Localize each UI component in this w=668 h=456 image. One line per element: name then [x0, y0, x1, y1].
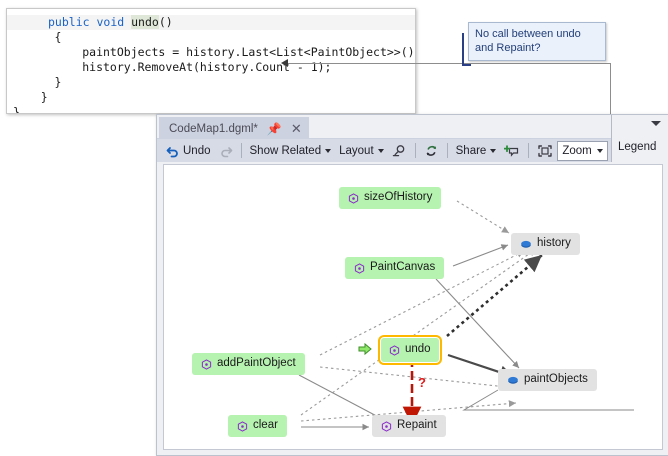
code-line: { — [13, 30, 62, 44]
callout-stem — [462, 33, 471, 66]
tab-strip: CodeMap1.dgml* 📌 ✕ — [157, 115, 668, 139]
toolbar-separator — [414, 143, 416, 158]
layout-button[interactable]: Layout — [335, 141, 388, 161]
node-label: history — [537, 237, 571, 250]
graph-node-clear[interactable]: clear — [228, 415, 287, 437]
graph-node-history[interactable]: history — [511, 233, 580, 255]
pin-icon[interactable]: 📌 — [266, 121, 282, 136]
add-comment-button[interactable] — [500, 141, 524, 161]
zoom-label: Zoom — [562, 144, 592, 157]
show-related-button[interactable]: Show Related — [246, 141, 336, 161]
method-icon — [354, 262, 365, 274]
code-line-signature: public void undo() — [7, 15, 415, 30]
refresh-icon — [424, 144, 439, 158]
field-icon — [507, 375, 519, 386]
show-related-label: Show Related — [249, 144, 322, 157]
method-icon — [389, 344, 400, 356]
graph-node-addPaintObject[interactable]: addPaintObject — [192, 353, 305, 375]
graph-node-paintObjects[interactable]: paintObjects — [498, 369, 597, 391]
node-label: paintObjects — [524, 373, 588, 386]
refresh-button[interactable] — [420, 141, 443, 161]
node-label: sizeOfHistory — [364, 191, 433, 204]
add-comment-icon — [504, 144, 520, 158]
method-icon — [381, 420, 392, 432]
code-map-canvas[interactable]: sizeOfHistory history PaintCanvas undo — [163, 164, 663, 450]
code-line: } — [13, 75, 62, 89]
node-label: clear — [253, 419, 278, 432]
code-line: } — [13, 105, 20, 114]
node-label: Repaint — [397, 419, 437, 432]
toolbar-separator — [528, 143, 530, 158]
callout-line-1: No call between undo — [475, 28, 581, 40]
code-line: } — [13, 90, 48, 104]
undo-button[interactable]: Undo — [162, 141, 215, 161]
graph-node-undo[interactable]: undo — [378, 335, 442, 365]
graph-node-sizeOfHistory[interactable]: sizeOfHistory — [339, 187, 442, 209]
redo-button — [215, 141, 237, 161]
toolbar-separator — [240, 143, 242, 158]
graph-node-PaintCanvas[interactable]: PaintCanvas — [345, 257, 445, 279]
undo-label: Undo — [183, 144, 211, 157]
method-icon — [348, 192, 359, 204]
filter-nodes-icon — [392, 144, 407, 158]
undo-icon — [166, 144, 180, 158]
chevron-down-icon — [377, 148, 384, 153]
codemap-toolbar: Undo Show Related Layout — [157, 139, 668, 162]
toolbar-separator — [446, 143, 448, 158]
tab-codemap1-dgml[interactable]: CodeMap1.dgml* 📌 ✕ — [159, 117, 309, 139]
tab-title: CodeMap1.dgml* — [169, 122, 258, 135]
green-arrow-pointer-icon — [358, 342, 373, 359]
filter-nodes-button[interactable] — [388, 141, 411, 161]
tab-underline — [157, 138, 668, 139]
callout-line-2: and Repaint? — [475, 42, 541, 54]
leader-arrowhead-icon — [281, 59, 288, 67]
annotation-callout: No call between undo and Repaint? — [468, 22, 606, 61]
chevron-down-icon — [325, 148, 332, 153]
node-label: undo — [405, 343, 431, 356]
layout-label: Layout — [339, 144, 374, 157]
redo-icon — [219, 144, 233, 158]
field-icon — [520, 239, 532, 250]
graph-edges — [298, 200, 634, 431]
share-label: Share — [455, 144, 487, 157]
graph-node-Repaint[interactable]: Repaint — [372, 415, 446, 437]
share-button[interactable]: Share — [452, 141, 501, 161]
node-label: PaintCanvas — [370, 261, 436, 274]
fit-to-screen-button[interactable] — [533, 141, 557, 161]
zoom-button[interactable]: Zoom — [557, 140, 608, 161]
chevron-down-icon[interactable] — [651, 121, 661, 126]
method-icon — [201, 358, 212, 370]
missing-call-question-mark: ? — [418, 375, 426, 390]
chevron-down-icon — [596, 148, 603, 153]
chevron-down-icon — [490, 148, 497, 153]
legend-panel[interactable]: Legend — [611, 115, 668, 162]
code-editor-window[interactable]: public void undo() { paintObjects = hist… — [6, 8, 416, 114]
close-icon[interactable]: ✕ — [290, 121, 302, 136]
codemap-tool-window[interactable]: CodeMap1.dgml* 📌 ✕ Undo Show Related Lay… — [156, 114, 668, 456]
fit-to-screen-icon — [537, 144, 553, 158]
method-icon — [237, 420, 248, 432]
code-line: paintObjects = history.Last<List<PaintOb… — [13, 45, 416, 59]
legend-label: Legend — [618, 141, 657, 153]
node-label: addPaintObject — [217, 357, 296, 370]
